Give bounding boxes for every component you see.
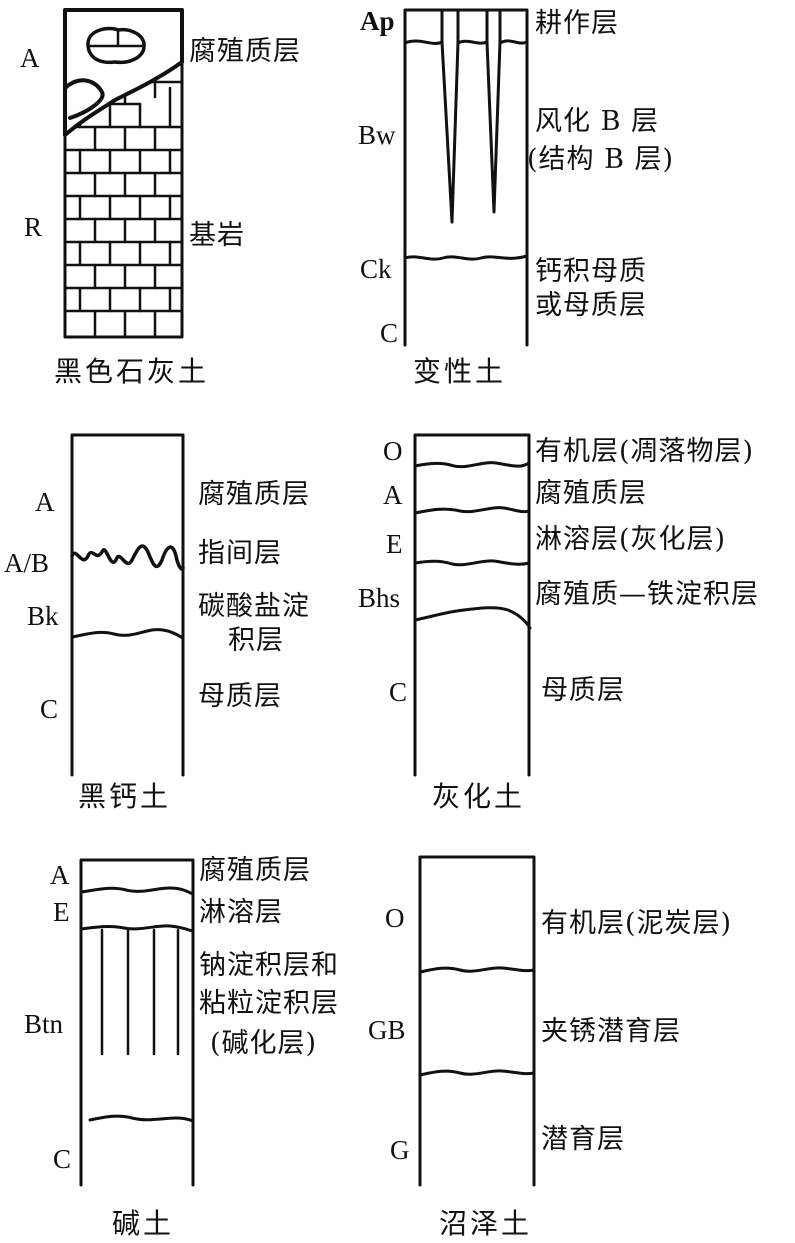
profile-2-column bbox=[403, 8, 529, 347]
profile-5-columnar-lines bbox=[100, 928, 180, 1056]
profile-3-column bbox=[70, 433, 185, 777]
p4-code-c: C bbox=[389, 677, 408, 707]
p3-label-humus: 腐殖质层 bbox=[198, 479, 310, 510]
p3-title: 黑钙土 bbox=[78, 780, 172, 813]
p1-label-bedrock: 基岩 bbox=[189, 220, 245, 251]
profile-3-bk-boundary bbox=[70, 628, 185, 640]
p3-label-carbonate-2: 积层 bbox=[228, 625, 284, 656]
p6-title: 沼泽土 bbox=[439, 1207, 533, 1240]
p6-label-peat: 有机层(泥炭层) bbox=[541, 908, 733, 939]
p2-label-calcic-parent: 钙积母质 bbox=[535, 256, 647, 287]
p3-code-a: A bbox=[35, 487, 55, 517]
p1-code-a: A bbox=[20, 43, 40, 73]
p2-code-bw: Bw bbox=[358, 120, 396, 150]
p4-label-humus-iron: 腐殖质—铁淀积层 bbox=[535, 579, 759, 610]
p4-code-a: A bbox=[383, 480, 403, 510]
p4-code-o: O bbox=[383, 436, 403, 466]
p3-code-bk: Bk bbox=[27, 601, 59, 631]
profile-6-gb-boundary bbox=[418, 1069, 536, 1077]
p1-code-r: R bbox=[24, 212, 43, 242]
profile-1-rock-fragment bbox=[86, 26, 146, 65]
p5-label-sodium: 钠淀积层和 bbox=[199, 950, 339, 981]
p6-label-mottled-gley: 夹锈潜育层 bbox=[541, 1016, 681, 1047]
p5-label-eluvial: 淋溶层 bbox=[199, 897, 283, 928]
profile-2-ck-boundary bbox=[403, 254, 529, 261]
p4-code-bhs: Bhs bbox=[358, 583, 401, 613]
profile-5-a-boundary bbox=[79, 886, 195, 896]
p6-code-gb: GB bbox=[368, 1015, 406, 1045]
p3-label-carbonate-1: 碳酸盐淀 bbox=[198, 591, 310, 622]
p4-label-organic: 有机层(凋落物层) bbox=[535, 436, 755, 467]
p2-label-weathered-b: 风化 B 层 bbox=[535, 106, 660, 137]
p6-label-gley: 潜育层 bbox=[541, 1124, 625, 1155]
p6-code-o: O bbox=[385, 903, 405, 933]
p2-code-ck: Ck bbox=[360, 254, 392, 284]
p4-label-humus: 腐殖质层 bbox=[535, 478, 647, 509]
p5-code-a: A bbox=[50, 860, 70, 890]
profile-2-crack-1 bbox=[440, 8, 460, 224]
p4-code-e: E bbox=[386, 529, 403, 559]
profile-4-bhs-boundary bbox=[413, 606, 532, 630]
profile-2-ap-boundary bbox=[403, 39, 529, 45]
profile-1-column bbox=[63, 8, 184, 339]
p2-code-c: C bbox=[380, 318, 399, 348]
p5-code-btn: Btn bbox=[24, 1009, 64, 1039]
profile-4-e-boundary bbox=[413, 559, 531, 567]
profile-4-a-boundary bbox=[413, 506, 531, 515]
p4-label-eluvial: 淋溶层(灰化层) bbox=[535, 524, 727, 555]
profile-6-o-boundary bbox=[418, 966, 536, 974]
p3-code-ab: A/B bbox=[4, 548, 50, 578]
profile-5-e-boundary bbox=[79, 924, 195, 933]
profile-4-column bbox=[413, 433, 532, 777]
p1-label-humus: 腐殖质层 bbox=[189, 36, 301, 67]
p3-code-c: C bbox=[40, 694, 59, 724]
p2-label-plough: 耕作层 bbox=[535, 8, 619, 39]
p4-label-parent: 母质层 bbox=[541, 675, 625, 706]
profile-6-column bbox=[418, 855, 536, 1187]
p1-title: 黑色石灰土 bbox=[54, 355, 210, 388]
p3-label-parent: 母质层 bbox=[198, 681, 282, 712]
p6-code-g: G bbox=[390, 1135, 410, 1165]
p5-label-natric: (碱化层) bbox=[210, 1028, 318, 1059]
p5-code-c: C bbox=[53, 1144, 72, 1174]
p5-label-humus: 腐殖质层 bbox=[199, 855, 311, 886]
profile-4-o-boundary bbox=[413, 461, 531, 469]
profile-2-crack-2 bbox=[485, 8, 502, 214]
p5-code-e: E bbox=[53, 897, 70, 927]
profile-3-tongue-boundary bbox=[70, 544, 185, 571]
p3-label-tongue: 指间层 bbox=[198, 538, 282, 569]
p4-title: 灰化土 bbox=[432, 780, 526, 813]
profile-5-column bbox=[79, 858, 195, 1187]
p5-title: 碱土 bbox=[112, 1207, 175, 1240]
p2-label-or-parent: 或母质层 bbox=[535, 290, 647, 321]
profile-5-btn-boundary bbox=[88, 1114, 195, 1123]
p2-code-ap: Ap bbox=[360, 6, 395, 36]
p5-label-clay: 粘粒淀积层 bbox=[199, 988, 339, 1019]
p2-title: 变性土 bbox=[413, 355, 507, 388]
p2-label-structural-b: (结构 B 层) bbox=[527, 144, 675, 175]
